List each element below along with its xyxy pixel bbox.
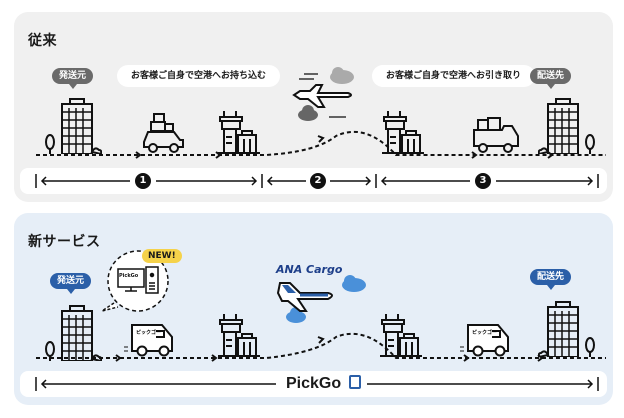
destination-label: 配送先 (530, 269, 572, 290)
new-flow-title: 新サービス (28, 234, 101, 250)
new-badge: NEW! (142, 249, 182, 263)
ana-cargo-label: ANA Cargo (276, 263, 343, 276)
pickgo-mascot-icon (348, 375, 361, 389)
car-with-boxes-icon (140, 112, 186, 154)
truck-with-boxes-icon (470, 116, 520, 156)
airplane-icon (274, 273, 374, 333)
segment-1-number: 1 (135, 173, 151, 189)
van-label: ピックゴー (472, 330, 498, 336)
airport-tower-icon (218, 109, 260, 155)
airport-tower-icon (382, 109, 424, 155)
old-flow-panel: 従来 発送元 お客様ご自身で空港へお持ち込む お客様ご自身で空港へお引き取り 配… (14, 12, 613, 202)
origin-label: 発送元 (52, 68, 94, 89)
computer-screen-text: PickGo (119, 273, 139, 279)
pickgo-logo: PickGo (280, 371, 367, 397)
van-icon: ピックゴー (458, 321, 516, 357)
route-line (36, 112, 606, 162)
van-icon: ピックゴー (122, 321, 180, 357)
segment-3-number: 3 (475, 173, 491, 189)
origin-label: 発送元 (50, 273, 92, 294)
building-icon (538, 297, 600, 357)
route-line (36, 315, 606, 365)
segment-bar: 1 2 3 (20, 168, 607, 194)
destination-label: 配送先 (530, 68, 572, 89)
building-icon (538, 94, 600, 154)
building-icon (40, 301, 102, 361)
new-flow-panel: 新サービス 発送元 配送先 PickGo NEW! (14, 213, 613, 405)
van-label: ピックゴー (136, 330, 162, 336)
computer-callout: PickGo (98, 247, 178, 317)
dropoff-note: お客様ご自身で空港へお持ち込む (117, 65, 281, 87)
service-bar: PickGo (20, 371, 607, 397)
airplane-icon (284, 57, 364, 127)
pickup-note: お客様ご自身で空港へお引き取り (372, 65, 536, 87)
airport-tower-icon (380, 312, 422, 358)
old-flow-title: 従来 (28, 33, 57, 49)
building-icon (40, 94, 102, 154)
pickgo-brand-text: PickGo (286, 375, 342, 392)
segment-2-number: 2 (310, 173, 326, 189)
airport-tower-icon (218, 312, 260, 358)
